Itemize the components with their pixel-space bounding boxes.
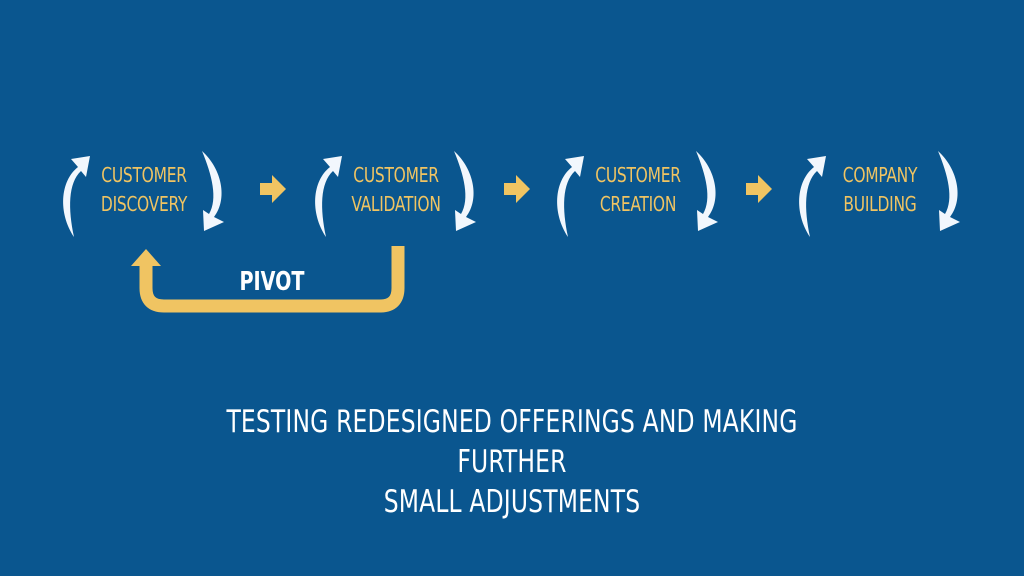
stage-label-customer-creation: CUSTOMER CREATION — [578, 161, 698, 219]
stage-label-company-building: COMPANY BUILDING — [820, 161, 940, 219]
stage-label-line2: BUILDING — [843, 192, 917, 216]
right-arrow-icon — [746, 175, 772, 203]
pivot-loop-arrow — [139, 246, 405, 313]
stage-label-customer-validation: CUSTOMER VALIDATION — [336, 161, 456, 219]
right-arrow-icon — [260, 175, 286, 203]
caption-line1: TESTING REDESIGNED OFFERINGS AND MAKING … — [226, 404, 798, 480]
stage-label-line2: VALIDATION — [351, 192, 441, 216]
caption-line2: SMALL ADJUSTMENTS — [383, 484, 641, 520]
stage-label-line2: CREATION — [599, 192, 677, 216]
pivot-arrowhead — [131, 249, 161, 266]
stage-label-customer-discovery: CUSTOMER DISCOVERY — [84, 161, 204, 219]
stage-label-line2: DISCOVERY — [100, 192, 188, 216]
caption: TESTING REDESIGNED OFFERINGS AND MAKING … — [176, 402, 848, 522]
stage-label-line1: CUSTOMER — [353, 163, 439, 187]
stage-label-line1: COMPANY — [842, 163, 918, 187]
stage-label-line1: CUSTOMER — [595, 163, 681, 187]
pivot-label: PIVOT — [239, 267, 305, 297]
right-arrow-icon — [504, 175, 530, 203]
stage-label-line1: CUSTOMER — [101, 163, 187, 187]
